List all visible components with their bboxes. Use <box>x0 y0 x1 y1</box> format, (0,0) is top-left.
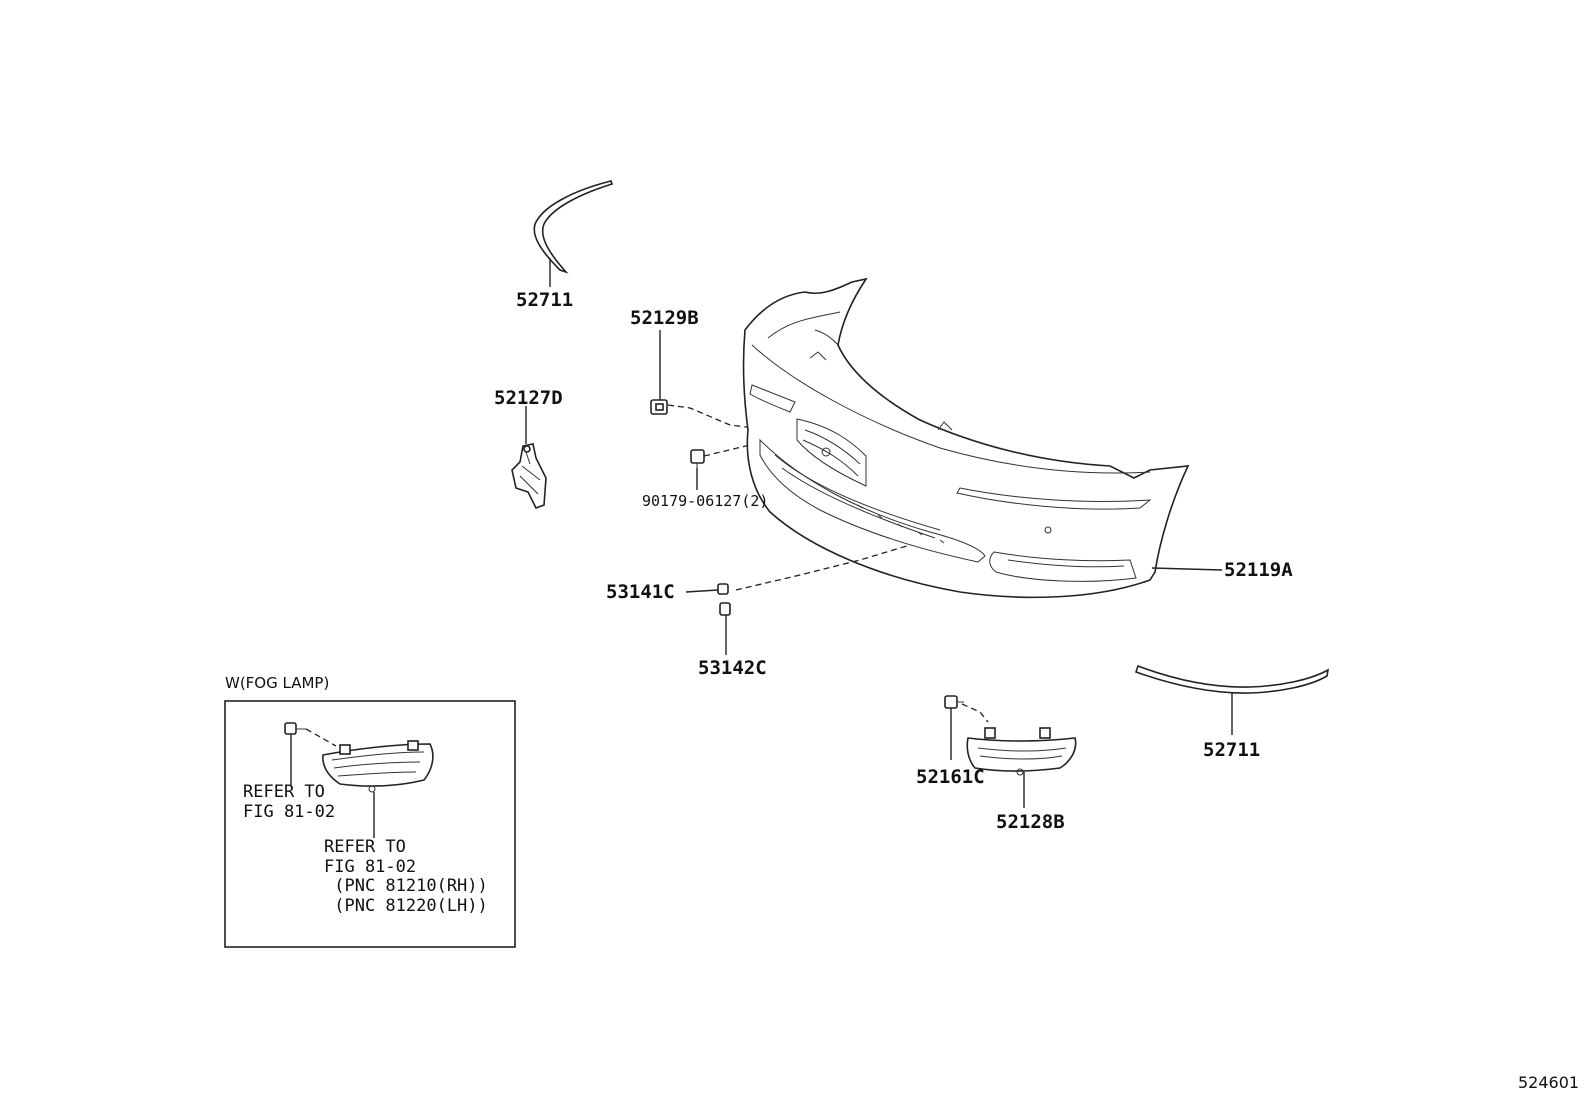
fog-lamp-screw[interactable] <box>284 722 306 735</box>
callout-52161C[interactable]: 52161C <box>916 766 985 788</box>
figure-id: 524601 <box>1518 1073 1580 1092</box>
callout-52127D[interactable]: 52127D <box>494 387 563 409</box>
plug-53142C[interactable] <box>719 602 731 616</box>
dash-fog-screw <box>305 728 337 747</box>
fog-lamp-caption: W(FOG LAMP) <box>225 674 330 692</box>
molding-strip-right[interactable] <box>1134 664 1330 694</box>
callout-52128B[interactable]: 52128B <box>996 811 1065 833</box>
nut-90179[interactable] <box>690 449 705 468</box>
callout-52129B[interactable]: 52129B <box>630 307 699 329</box>
callout-52119A[interactable]: 52119A <box>1224 559 1293 581</box>
fog-cover-52128B[interactable] <box>966 727 1077 776</box>
leader-53141C <box>685 589 719 593</box>
dash-52129B <box>667 404 801 431</box>
callout-90179[interactable]: 90179-06127(2) <box>642 492 769 510</box>
molding-strip-top[interactable] <box>533 180 614 274</box>
bumper-cover-52119A[interactable] <box>742 277 1190 599</box>
callout-53142C[interactable]: 53142C <box>698 657 767 679</box>
screw-52161C[interactable] <box>944 695 964 709</box>
leader-52119A <box>1151 567 1223 571</box>
refer-note-2[interactable]: REFER TO FIG 81-02 (PNC 81210(RH)) (PNC … <box>324 837 488 916</box>
callout-52711-top[interactable]: 52711 <box>516 289 574 311</box>
clip-52129B[interactable] <box>650 399 668 415</box>
refer-note-1[interactable]: REFER TO FIG 81-02 <box>243 782 336 822</box>
retainer-53141C[interactable] <box>717 583 729 595</box>
callout-52711-right[interactable]: 52711 <box>1203 739 1261 761</box>
dash-52161C <box>961 703 989 723</box>
dash-53141C <box>735 544 911 591</box>
fog-lamp-box <box>224 700 516 948</box>
callout-53141C[interactable]: 53141C <box>606 581 675 603</box>
bracket-52127D[interactable] <box>511 443 547 510</box>
fog-lamp-unit[interactable] <box>322 740 434 793</box>
